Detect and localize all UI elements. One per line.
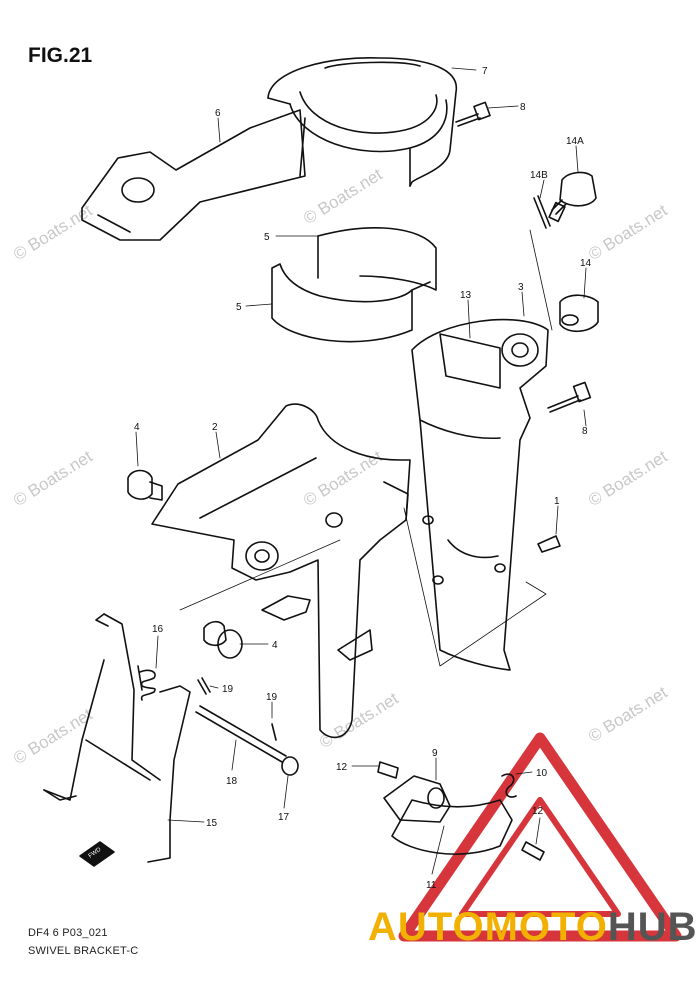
cap-part-14 [559, 294, 599, 333]
bracket-part-9 [383, 775, 451, 823]
figure-name: SWIVEL BRACKET-C [28, 945, 139, 957]
bolt-part-4-top [127, 469, 163, 501]
brand-hub: HUB [607, 905, 696, 949]
callout-10: 10 [536, 768, 548, 779]
callout-5: 5 [236, 302, 242, 313]
fwd-arrow-icon [79, 841, 115, 867]
callout-15: 15 [206, 818, 218, 829]
callout-12: 12 [336, 762, 348, 773]
callout-12: 12 [532, 806, 544, 817]
callout-17: 17 [278, 812, 290, 823]
callout-16: 16 [152, 624, 164, 635]
bracket-part-11 [391, 799, 513, 855]
bushing-part-5-lower [271, 263, 431, 343]
callout-8: 8 [582, 426, 588, 437]
callout-11: 11 [426, 880, 437, 891]
shaft-part-18 [195, 705, 287, 763]
callout-14b: 14B [530, 170, 548, 181]
pin-part-19-right [271, 723, 277, 741]
washer-part-17 [281, 756, 299, 776]
callout-9: 9 [432, 748, 438, 759]
callout-4: 4 [272, 640, 278, 651]
bolt-part-12-right [521, 841, 545, 861]
callout-8: 8 [520, 102, 526, 113]
brand-logo-text: AUTOMOTOHUB [368, 905, 696, 950]
bolt-part-8-right [547, 381, 592, 413]
bolt-part-12-left [377, 761, 399, 779]
screw-part-14a [548, 171, 597, 223]
callout-14a: 14A [566, 136, 584, 147]
bushing-part-5-upper [317, 227, 437, 291]
brand-auto: AUTO [368, 905, 485, 949]
pin-part-14b [533, 195, 551, 229]
bolt-part-8-top [455, 101, 491, 127]
callout-1: 1 [554, 496, 560, 507]
brand-logo-triangle [398, 732, 682, 942]
callout-7: 7 [482, 66, 488, 77]
callout-13: 13 [460, 290, 472, 301]
callout-6: 6 [215, 108, 221, 119]
leader-lines [135, 67, 587, 875]
tilt-lever-part-15 [43, 613, 191, 863]
swivel-bracket-part-3 [411, 318, 549, 671]
bolt-part-1 [537, 535, 561, 553]
callout-19: 19 [266, 692, 278, 703]
spring-part-10 [501, 773, 517, 798]
swivel-bracket-part-2 [151, 403, 411, 739]
bolt-part-4-bottom [203, 620, 243, 659]
callout-18: 18 [226, 776, 238, 787]
callout-19: 19 [222, 684, 234, 695]
callout-14: 14 [580, 258, 592, 269]
spring-part-16 [137, 665, 156, 701]
callout-3: 3 [518, 282, 524, 293]
pin-part-19-left [197, 677, 211, 695]
upper-clamp-bracket [81, 57, 458, 241]
callout-4: 4 [134, 422, 140, 433]
callout-2: 2 [212, 422, 218, 433]
figure-code: DF4 6 P03_021 [28, 927, 108, 939]
callout-5: 5 [264, 232, 270, 243]
brand-moto: MOTO [484, 905, 608, 949]
figure-title: FIG.21 [28, 44, 93, 67]
